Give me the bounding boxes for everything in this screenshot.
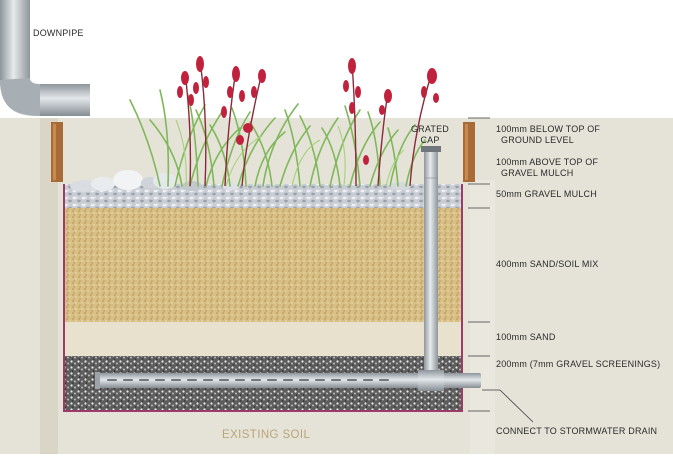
gravel-screenings-label: 200mm (7mm GRAVEL SCREENINGS) — [496, 359, 661, 369]
liner — [63, 184, 463, 412]
sand-label: 100mm SAND — [496, 332, 556, 342]
downpipe-label: DOWNPIPE — [33, 28, 84, 38]
stormwater-label: CONNECT TO STORMWATER DRAIN — [496, 426, 658, 436]
sand-soil-layer — [65, 208, 461, 322]
existing-soil-label: EXISTING SOIL — [222, 429, 311, 441]
leader-lines — [468, 117, 534, 423]
surface-stones — [70, 170, 411, 192]
grass — [129, 89, 426, 187]
sand-layer — [65, 322, 461, 356]
gravel-mulch-label: 50mm GRAVEL MULCH — [496, 189, 597, 199]
slotted-drain-pipe — [95, 370, 481, 391]
below-ground-label-line2: GROUND LEVEL — [501, 135, 574, 145]
sand-soil-label: 400mm SAND/SOIL MIX — [496, 259, 599, 269]
above-mulch-label-line1: 100mm ABOVE TOP OF — [496, 157, 599, 167]
riser-pipe — [421, 146, 441, 378]
above-mulch-label-line2: GRAVEL MULCH — [501, 168, 574, 178]
below-ground-label-line1: 100mm BELOW TOP OF — [496, 124, 601, 134]
timber-edge-left — [51, 122, 63, 182]
downpipe — [0, 0, 90, 116]
grated-cap-label: GRATED CAP — [410, 124, 450, 145]
timber-edge-right — [463, 122, 475, 182]
